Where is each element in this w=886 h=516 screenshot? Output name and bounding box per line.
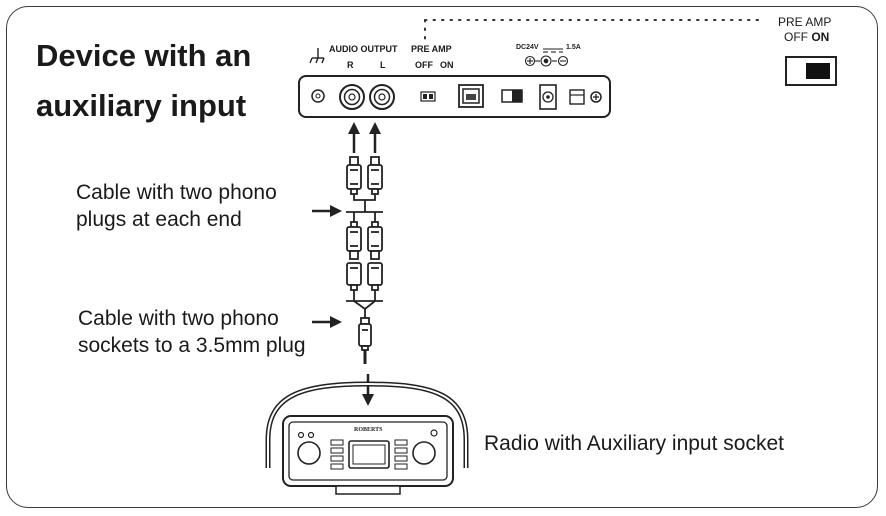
phono-socket-left xyxy=(369,84,395,110)
cable-1-label-line-1: Cable with two phono xyxy=(76,181,277,204)
slide-switch xyxy=(501,89,523,103)
dc-rating-right: 1.5A xyxy=(566,44,581,51)
screw-icon xyxy=(590,91,602,103)
dc-rating-left: DC24V xyxy=(516,44,539,51)
arrow-up-icon-right xyxy=(348,122,360,153)
ground-icon xyxy=(309,48,325,64)
radio-brand-logo: ROBERTS xyxy=(354,427,383,433)
switch-callout-off: OFF xyxy=(784,30,808,44)
arrow-down-icon xyxy=(362,374,374,406)
right-channel-label: R xyxy=(347,60,354,70)
cable-2-label-line-1: Cable with two phono xyxy=(78,307,279,330)
dc-power-socket xyxy=(539,84,557,110)
pointer-arrow-icon-cable-2 xyxy=(312,316,342,328)
switch-callout-title: PRE AMP xyxy=(778,15,832,29)
pre-amp-switch-enlarged xyxy=(785,56,837,86)
title-line-1: Device with an xyxy=(36,38,252,73)
radio-illustration xyxy=(265,381,469,495)
phono-socket-adapter-cable xyxy=(346,262,383,364)
cable-1-label-line-2: plugs at each end xyxy=(76,208,242,231)
pointer-arrow-icon-cable-1 xyxy=(312,205,342,217)
arrow-up-icon-left xyxy=(369,122,381,153)
dc-polarity-icon xyxy=(524,48,569,67)
pre-amp-switch xyxy=(420,91,436,102)
cable-2-label: Cable with two phono sockets to a 3.5mm … xyxy=(78,305,306,359)
usb-port xyxy=(458,84,484,108)
phono-plug-cable xyxy=(346,156,383,260)
diagram-frame xyxy=(6,6,878,508)
pre-amp-panel-label: PRE AMP xyxy=(411,44,452,54)
cable-1-label: Cable with two phono plugs at each end xyxy=(76,179,277,233)
radio-label: Radio with Auxiliary input socket xyxy=(484,432,784,455)
battery-icon xyxy=(569,89,585,105)
left-channel-label: L xyxy=(380,60,386,70)
cable-2-label-line-2: sockets to a 3.5mm plug xyxy=(78,334,306,357)
title-line-2: auxiliary input xyxy=(36,88,247,123)
pre-amp-off-label: OFF xyxy=(415,60,433,70)
audio-output-label: AUDIO OUTPUT xyxy=(329,44,398,54)
switch-callout-on: ON xyxy=(811,30,830,44)
phono-socket-right xyxy=(339,84,365,110)
switch-callout-state: OFF ON xyxy=(784,30,829,44)
pre-amp-on-label: ON xyxy=(440,60,454,70)
